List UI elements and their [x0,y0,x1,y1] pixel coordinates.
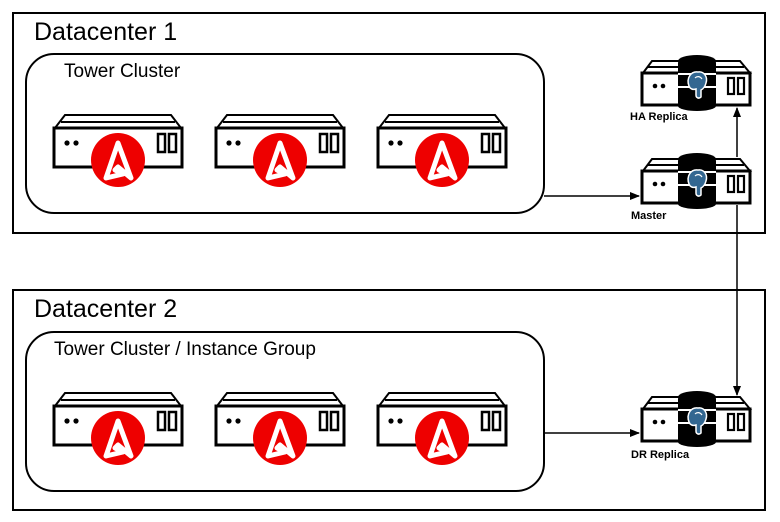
tower-cluster-1-label: Tower Cluster [64,61,181,82]
tower-cluster-1-box [25,53,545,214]
datacenter-2-box [12,289,766,511]
server-icon [378,393,506,465]
master-label: Master [631,210,667,222]
server-icon [216,115,344,187]
tower-cluster-2-box [25,331,545,492]
ha-replica-label: HA Replica [630,111,689,123]
master-db-icon [640,151,752,211]
tower-cluster-2-label: Tower Cluster / Instance Group [54,339,316,360]
datacenter-1-box [12,12,766,234]
dr-replica-label: DR Replica [631,449,690,461]
server-icon [378,115,506,187]
datacenter-1-title: Datacenter 1 [34,18,177,46]
dr-replica-db-icon [640,389,752,449]
ha-replica-db-icon [640,53,752,113]
datacenter-2-title: Datacenter 2 [34,295,177,323]
server-icon [54,393,182,465]
server-icon [54,115,182,187]
server-icon [216,393,344,465]
